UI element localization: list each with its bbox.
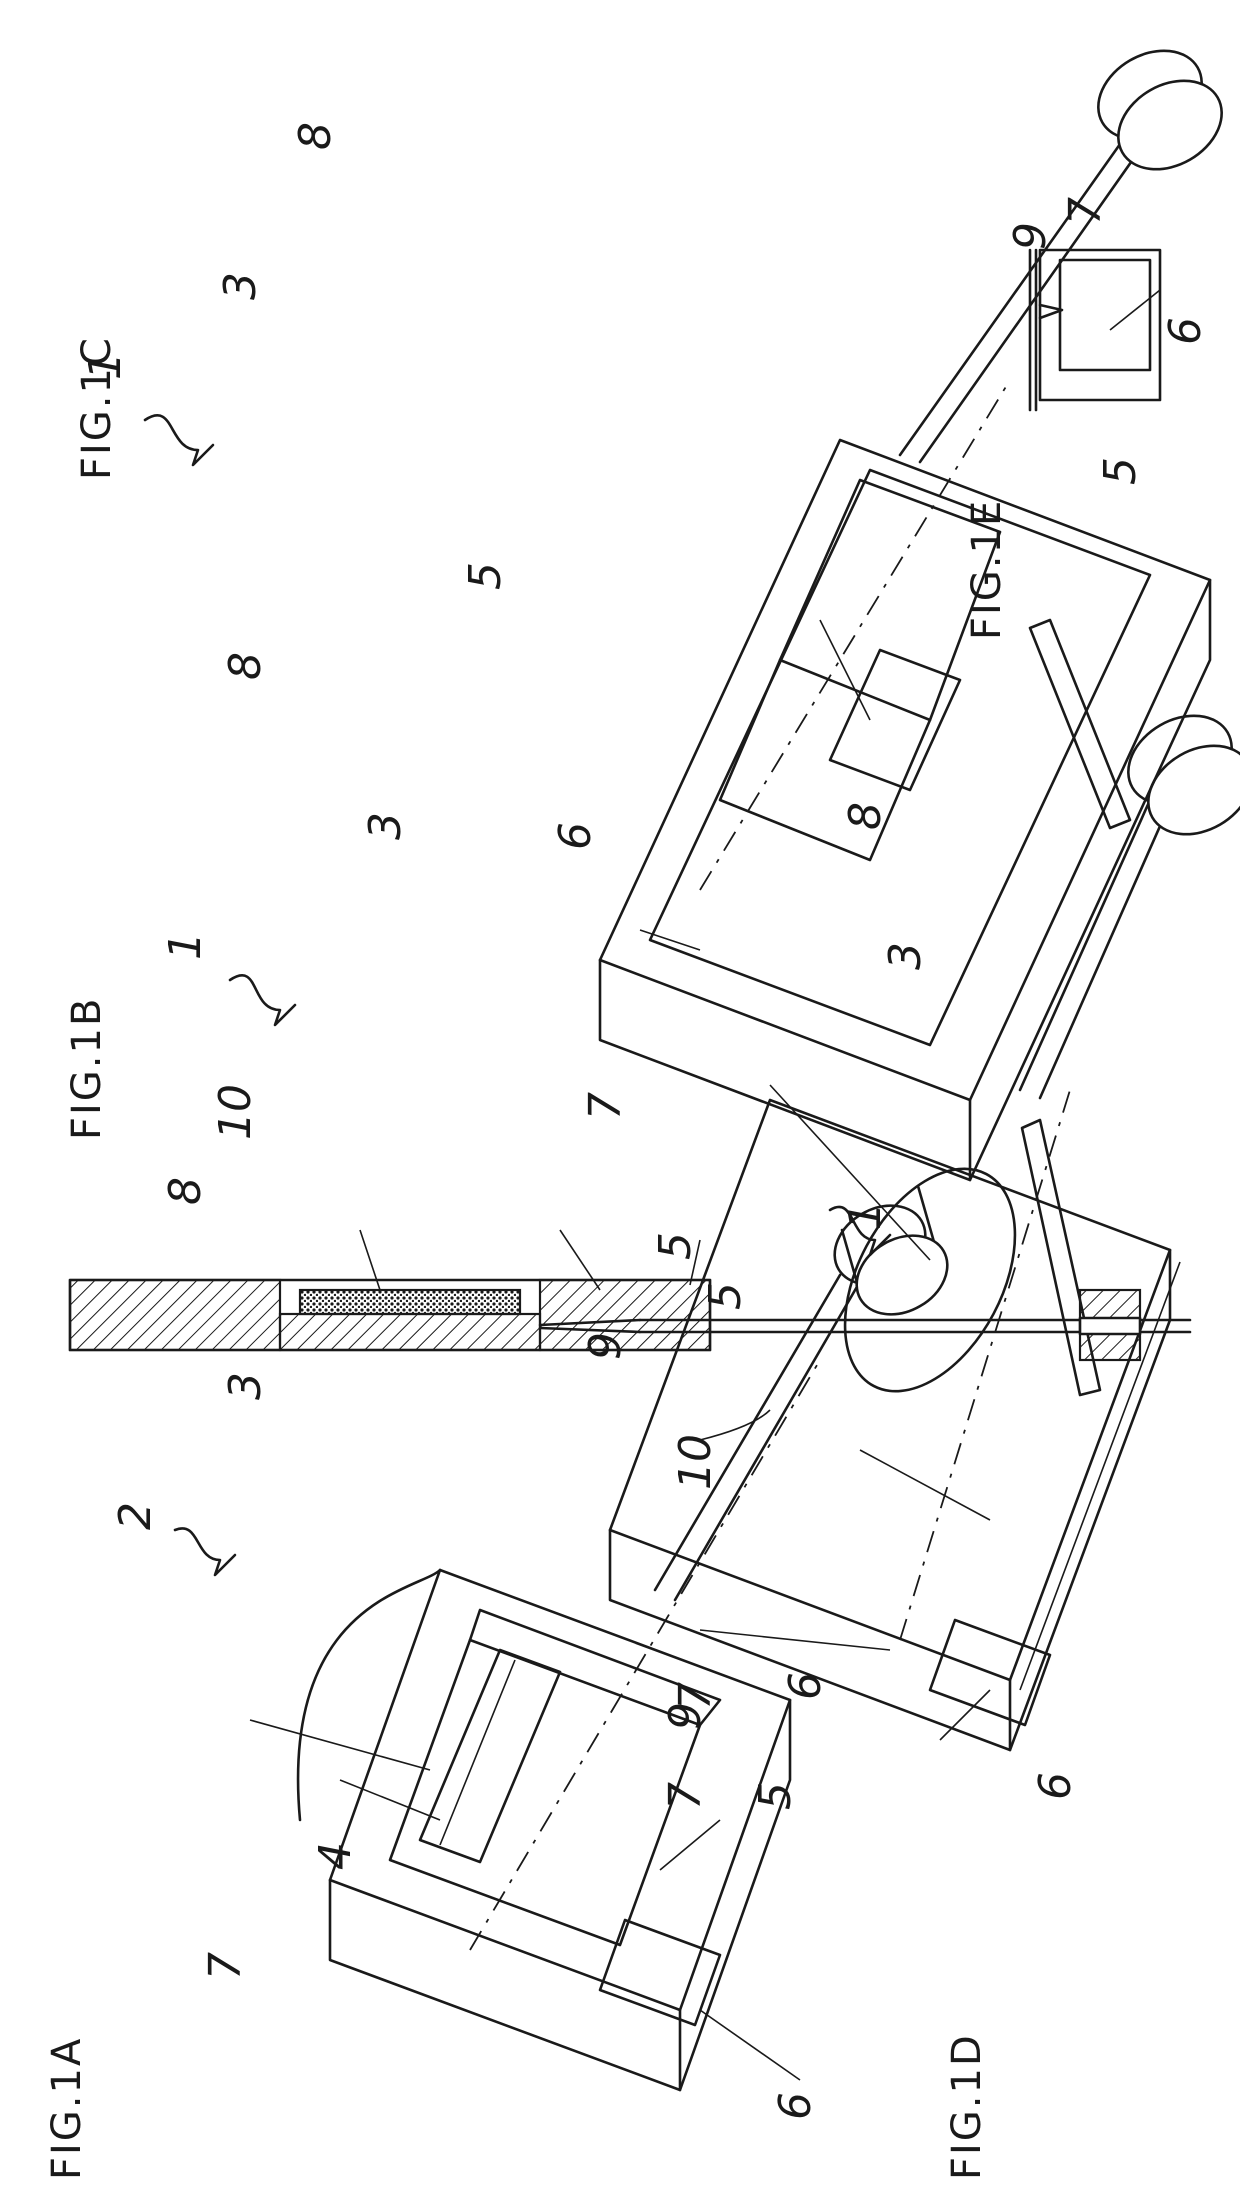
section-1e-cavity-6: [1060, 260, 1150, 370]
insert-4-edge: [440, 1660, 515, 1845]
leader-6-1c: [820, 620, 870, 720]
ref-9-1d: 9: [660, 1702, 711, 1730]
ref-5-1d: 5: [700, 1282, 751, 1310]
leader-3-1c: [1110, 290, 1160, 330]
housing-1c-front: [600, 960, 970, 1180]
ref-8-1b: 8: [220, 652, 271, 680]
fig-1a-title: FIG.1A: [44, 2037, 90, 2180]
cannula-3-1c: [900, 130, 1148, 462]
leader-5-1a: [660, 1820, 720, 1870]
ref-10-1d: 10: [670, 1434, 721, 1490]
ref-5-1b: 5: [650, 1232, 701, 1260]
housing-1c-top: [600, 440, 1210, 1100]
arrow-2: [175, 1528, 235, 1575]
pocket-6-1c: [830, 650, 960, 790]
ref-6-1a: 6: [770, 2092, 821, 2120]
section-membrane-10: [300, 1290, 520, 1314]
ref-2: 2: [110, 1502, 161, 1530]
housing-1a-front: [330, 1880, 680, 2090]
ref-8-1a: 8: [160, 1177, 211, 1205]
figure-1b: [230, 698, 1240, 1750]
ref-7-1e: 7: [1060, 197, 1111, 225]
ref-1-1d: 1: [840, 1202, 891, 1230]
arrow-1c: [145, 415, 213, 465]
ref-10: 10: [210, 1084, 261, 1140]
fig-1e-title: FIG.1E: [964, 499, 1010, 640]
ref-6-1d: 6: [1030, 1772, 1081, 1800]
arrow-1b: [230, 975, 295, 1025]
leader-7-1b: [700, 1630, 890, 1650]
leader-6-1a: [700, 2010, 800, 2080]
ref-5-1c: 5: [460, 562, 511, 590]
ref-9-1e: 9: [1005, 222, 1056, 250]
fig-1d-title: FIG.1D: [944, 2033, 990, 2180]
section-1e-body: [1040, 250, 1160, 400]
ref-7-1a: 7: [200, 1952, 251, 1980]
pocket-6-1a: [600, 1920, 720, 2025]
ref-1-1b: 1: [160, 932, 211, 960]
ref-3-1c: 3: [215, 272, 266, 300]
ref-5-1e: 5: [1095, 457, 1146, 485]
ref-6-1b: 6: [780, 1672, 831, 1700]
fig-1b-title: FIG.1B: [64, 997, 110, 1140]
section-1e-lid-9: [1030, 250, 1036, 410]
axis-1a: [470, 1360, 820, 1950]
ref-6-1e: 6: [1160, 317, 1211, 345]
ref-7-1c: 7: [580, 1092, 631, 1120]
leader-9-1b: [860, 1450, 990, 1520]
ref-3-1a: 3: [220, 1372, 271, 1400]
ref-5-1a: 5: [750, 1782, 801, 1810]
ref-1-1c: 1: [80, 352, 131, 380]
ref-7-1d: 7: [660, 1782, 711, 1810]
ref-8-1c: 8: [290, 122, 341, 150]
ref-4: 4: [310, 1842, 361, 1870]
housing-1a-side: [680, 1700, 790, 2090]
housing-1a-cavity: [390, 1640, 700, 1945]
leader-7-1a: [250, 1720, 430, 1770]
section-housing-5: [70, 1280, 280, 1350]
leader-4: [340, 1780, 440, 1820]
ref-3-1d: 3: [880, 942, 931, 970]
housing-1a-top: [330, 1570, 790, 2010]
cannula-3-1b: [1020, 800, 1168, 1098]
ref-9-1b: 9: [580, 1332, 631, 1360]
ref-8-1d: 8: [840, 802, 891, 830]
figure-1e: [1030, 250, 1160, 410]
ref-3-1b: 3: [360, 812, 411, 840]
insert-4: [420, 1650, 560, 1862]
ref-6-1c: 6: [550, 822, 601, 850]
